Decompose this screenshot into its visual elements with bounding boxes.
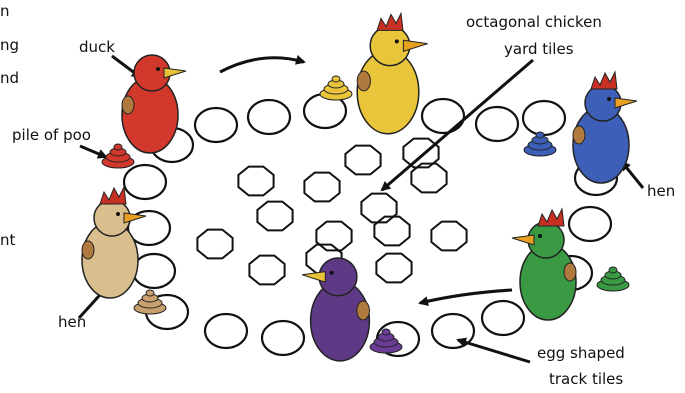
cut-text-4: nt [0, 231, 16, 249]
poo-purple [370, 329, 402, 353]
label-pile-of-poo: pile of poo [12, 126, 91, 144]
label-octagonal-line2: yard tiles [504, 40, 574, 58]
figure-duck-purple [302, 258, 369, 361]
cut-text-1: n [0, 2, 10, 20]
egg-tile [422, 99, 464, 133]
egg-tile [248, 100, 290, 134]
octagon-tile [345, 146, 380, 175]
octagon-tile [361, 194, 396, 223]
octagon-tile [197, 230, 232, 259]
egg-tile [133, 254, 175, 288]
figure-hen-yellow [357, 13, 427, 133]
poo-tan [134, 290, 166, 314]
cut-text-2: ng [0, 36, 19, 54]
label-hen-right: hen [647, 182, 675, 200]
egg-tile [195, 108, 237, 142]
label-duck: duck [79, 38, 115, 56]
octagon-tile [304, 173, 339, 202]
egg-tile [124, 165, 166, 199]
octagon-tile [249, 256, 284, 285]
poo-red [102, 144, 134, 168]
arrow-pile-of-poo [80, 146, 106, 157]
arrow-curve-top [220, 58, 304, 72]
label-egg-line1: egg shaped [537, 344, 625, 362]
egg-tile [262, 321, 304, 355]
figure-hen-green [512, 209, 576, 320]
octagon-tile [431, 222, 466, 251]
octagon-tile [238, 167, 273, 196]
poo-yellow [320, 76, 352, 100]
poo-green [597, 267, 629, 291]
cut-text-3: nd [0, 69, 19, 87]
poo-blue [524, 132, 556, 156]
arrow-egg-tiles [458, 340, 530, 362]
egg-tile [569, 207, 611, 241]
egg-tile [523, 101, 565, 135]
octagon-tile [374, 217, 409, 246]
label-octagonal-line1: octagonal chicken [466, 13, 602, 31]
octagon-tile [376, 254, 411, 283]
octagon-tile [257, 202, 292, 231]
egg-tile [476, 107, 518, 141]
egg-tile [482, 301, 524, 335]
label-egg-line2: track tiles [549, 370, 623, 388]
egg-tile [205, 314, 247, 348]
